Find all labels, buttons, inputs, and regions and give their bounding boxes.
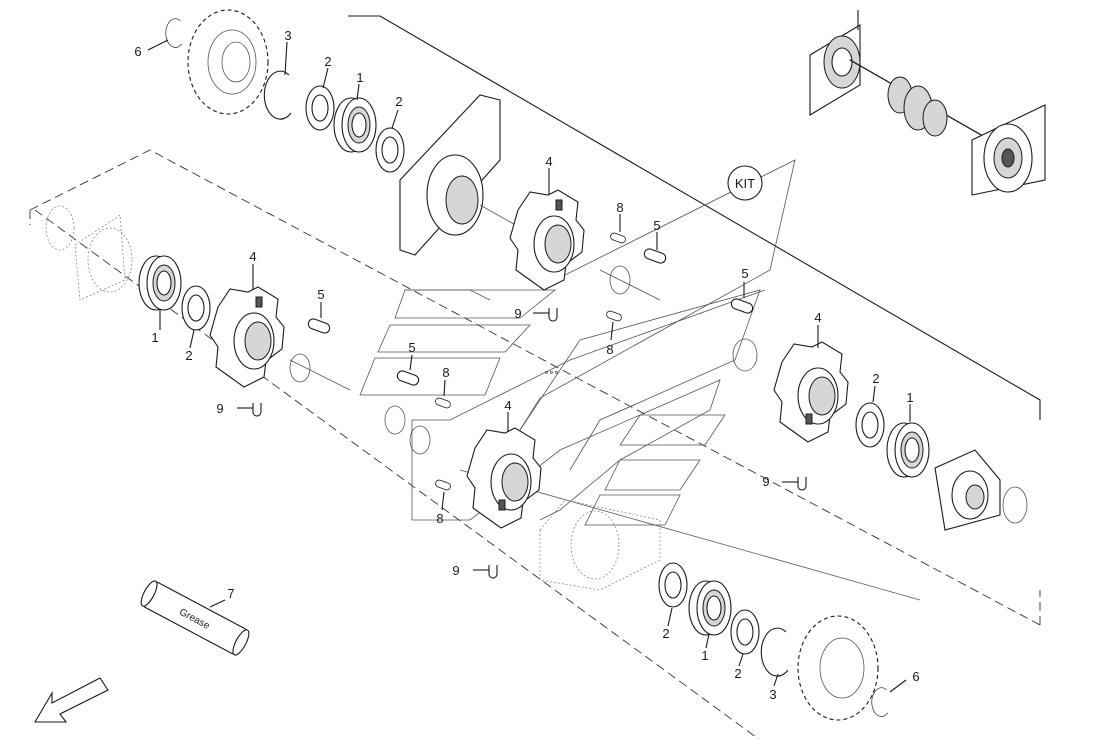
bottom-washer-2a [658, 562, 688, 608]
callout-8-mid: 8 [606, 342, 613, 357]
callout-5-upper: 5 [653, 218, 660, 233]
key-8-center [434, 396, 452, 410]
top-drive-sprocket [187, 9, 269, 115]
bottom-circlip-6 [871, 687, 889, 717]
callout-6-bottom: 6 [912, 669, 919, 684]
callout-9-upper: 9 [514, 306, 521, 321]
callout-1-top: 1 [356, 70, 363, 85]
callout-5-right: 5 [741, 266, 748, 281]
top-bearing-1 [333, 97, 377, 153]
callout-6-top: 6 [134, 44, 141, 59]
callout-2-bottom-b: 2 [734, 666, 741, 681]
callout-2-top-a: 2 [324, 54, 331, 69]
left-bearing-1 [138, 255, 182, 311]
chain-wheel-right [773, 341, 849, 443]
grease-nipple-center [472, 564, 498, 579]
callout-3-bottom: 3 [769, 687, 776, 702]
kit-label: KIT [735, 176, 755, 191]
callout-2-left: 2 [185, 348, 192, 363]
left-bearing-housing [45, 205, 133, 301]
kit-circle [727, 165, 763, 201]
key-5-center [395, 368, 421, 388]
right-bearing-1 [886, 422, 930, 478]
callout-8-center: 8 [442, 365, 449, 380]
key-8-lower [434, 478, 452, 492]
grease-nipple-left [236, 402, 262, 417]
callout-4-upper: 4 [545, 154, 552, 169]
bottom-circlip-3 [760, 627, 789, 677]
key-8-upper [609, 231, 627, 245]
callout-2-bottom-a: 2 [662, 626, 669, 641]
callout-3-top: 3 [284, 28, 291, 43]
shaft-segments: • • • [289, 265, 758, 455]
bottom-drive-sprocket [797, 615, 879, 721]
callout-1-left: 1 [151, 330, 158, 345]
top-circlip-3 [263, 70, 292, 120]
svg-text:• • •: • • • [545, 368, 558, 377]
bottom-washer-2b [730, 609, 760, 655]
callout-7: 7 [227, 586, 234, 601]
top-circlip-6 [165, 18, 183, 48]
callout-9-left: 9 [216, 401, 223, 416]
callout-labels: 6 3 2 1 2 4 8 5 9 5 8 4 1 2 5 9 5 8 4 8 … [134, 28, 919, 702]
bottom-bearing-1 [688, 580, 732, 636]
leader-lines [147, 39, 911, 693]
chain-wheel-center [466, 427, 542, 529]
callout-9-right: 9 [762, 474, 769, 489]
callout-1-right: 1 [906, 390, 913, 405]
grease-tube: Grease [140, 580, 250, 656]
callout-2-top-b: 2 [395, 94, 402, 109]
key-5-upper [642, 246, 668, 266]
upper-bearing-housing [399, 94, 561, 256]
callout-8-lower: 8 [436, 511, 443, 526]
grease-nipple-upper [532, 307, 558, 322]
callout-8-upper: 8 [616, 200, 623, 215]
assembly-thumbnail [809, 10, 1046, 196]
key-5-left [306, 316, 332, 336]
kit-badge: KIT [727, 165, 763, 201]
callout-5-center: 5 [408, 340, 415, 355]
chain-wheel-left [209, 286, 285, 388]
direction-arrow-icon [34, 677, 109, 723]
right-bearing-housing [934, 449, 1028, 531]
callout-9-center: 9 [452, 563, 459, 578]
callout-1-bottom: 1 [701, 648, 708, 663]
chain-wheel-upper [509, 189, 585, 291]
bottom-bearing-housing [539, 499, 661, 591]
key-5-right [729, 296, 755, 316]
top-washer-2a [305, 85, 335, 131]
grease-nipple-right [781, 476, 807, 491]
key-8-mid [605, 309, 623, 323]
callout-5-left: 5 [317, 287, 324, 302]
callout-2-right: 2 [872, 371, 879, 386]
top-washer-2b [375, 127, 405, 173]
callout-4-center: 4 [504, 398, 511, 413]
left-washer-2 [181, 285, 211, 331]
callout-4-left: 4 [249, 249, 256, 264]
callout-4-right: 4 [814, 310, 821, 325]
right-washer-2 [855, 402, 885, 448]
